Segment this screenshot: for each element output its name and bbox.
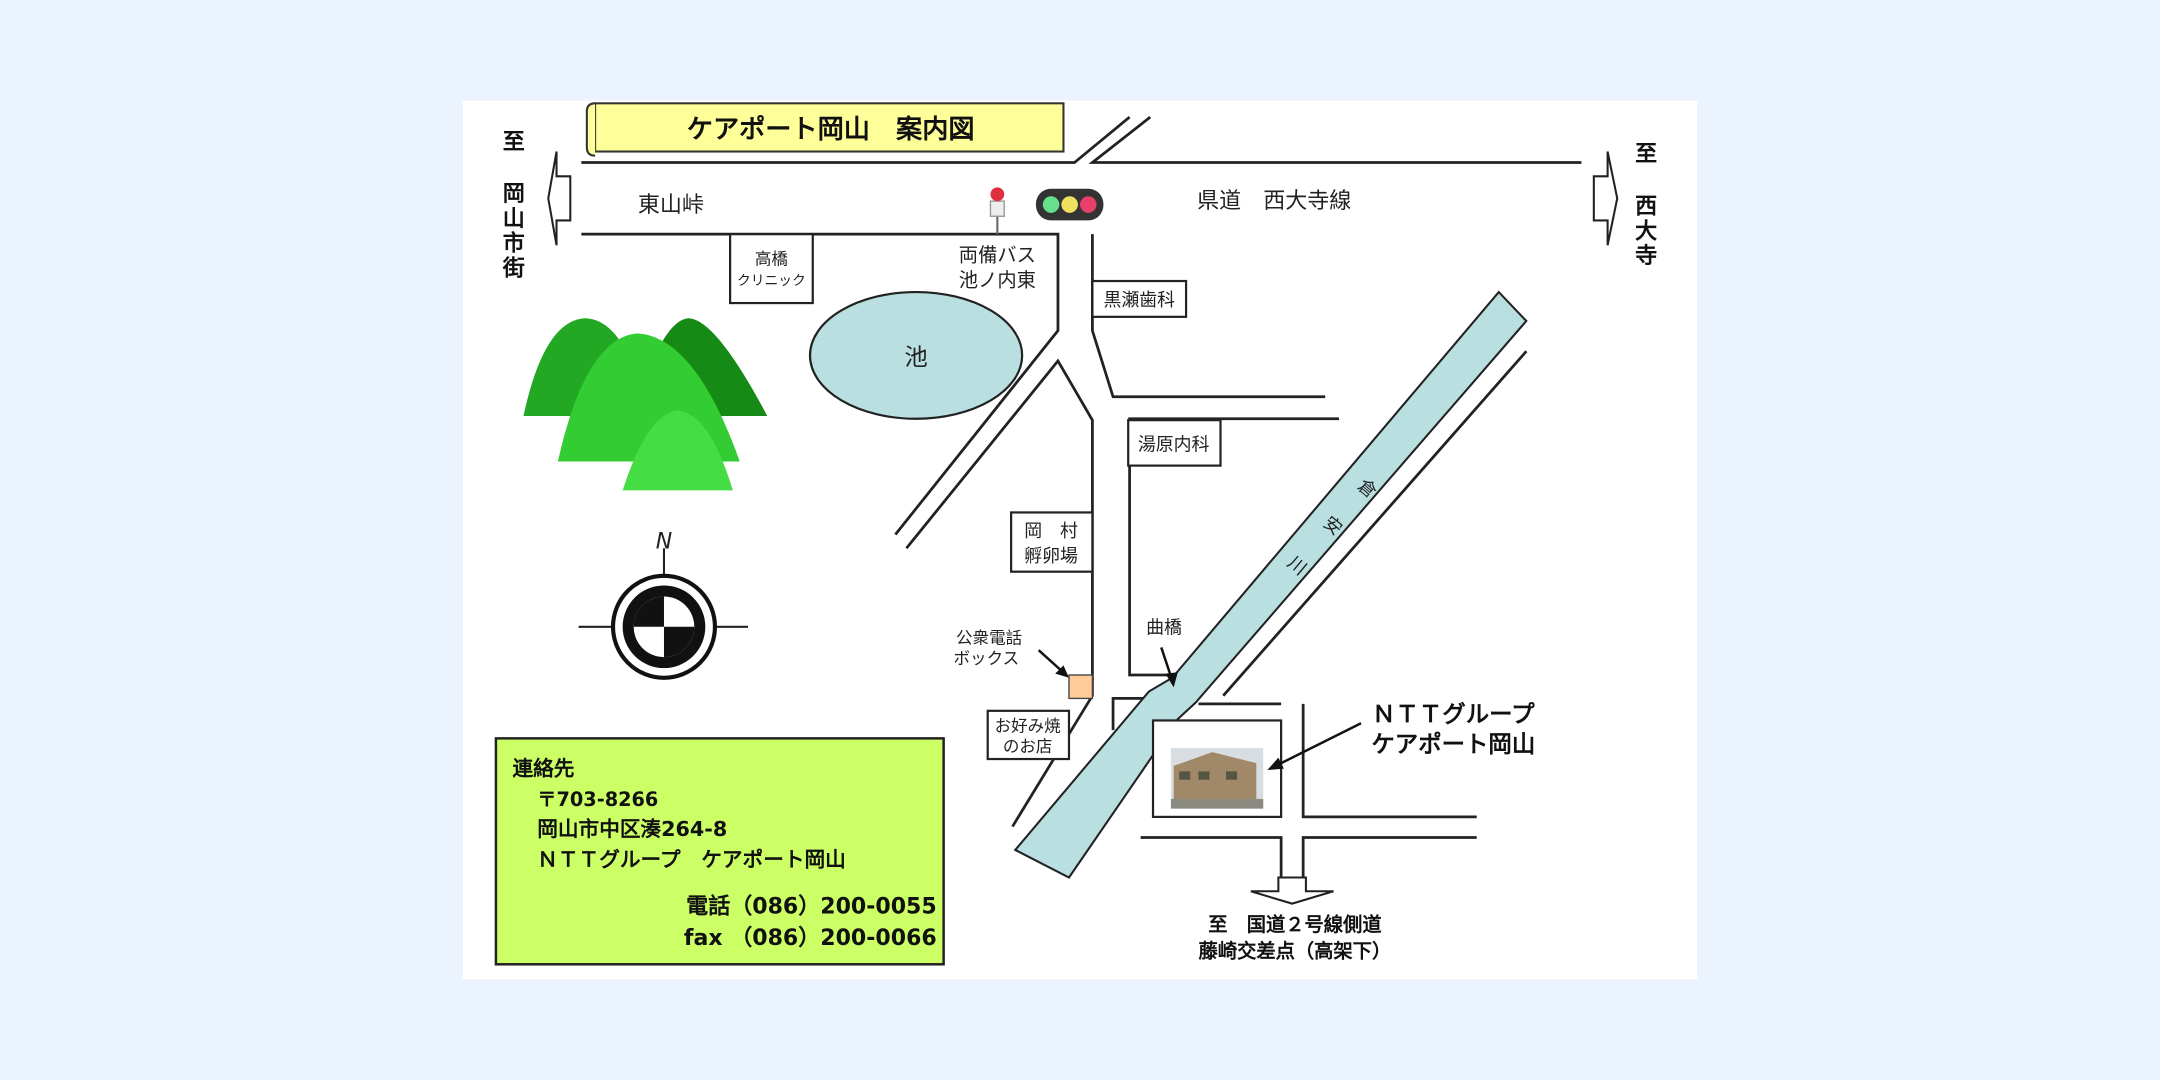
arrow-east-icon (1592, 151, 1619, 246)
north-label: N (656, 529, 672, 554)
destination-label-1: ＮＴＴグループ (1372, 700, 1535, 728)
to-label-east: 至 (1635, 142, 1657, 167)
care-port-building (1151, 719, 1283, 818)
arrowhead-icon (1267, 757, 1284, 771)
label: クリニック (737, 273, 806, 289)
traffic-light-icon (1035, 188, 1104, 221)
okonomiyaki-shop: お好み焼 のお店 (986, 709, 1071, 761)
destination-label-2: ケアポート岡山 (1371, 730, 1535, 758)
label: 岡 村 (1024, 521, 1078, 542)
label: お好み焼 (995, 716, 1062, 735)
bridge-label: 曲橋 (1146, 618, 1182, 639)
bus-stop-label-2: 池ノ内東 (959, 269, 1036, 292)
arrow-west-icon (547, 151, 572, 246)
label: 湯原内科 (1138, 434, 1210, 455)
hatchery: 岡 村 孵卵場 (1010, 511, 1094, 573)
dest-west-2: 山 (503, 207, 525, 232)
road-label-prefectural: 県道 西大寺線 (1197, 189, 1351, 214)
phone-box-label-1: 公衆電話 (956, 628, 1022, 647)
contact-name: ＮＴＴグループ ケアポート岡山 (537, 847, 846, 871)
bus-stop-icon (989, 187, 1005, 235)
south-dest-1: 至 国道２号線側道 (1208, 913, 1382, 936)
clinic-takahashi: 高橋 クリニック (729, 233, 814, 305)
label: のお店 (1003, 737, 1053, 756)
destination-pointer (1275, 722, 1362, 768)
arrowhead-icon (1165, 672, 1178, 688)
contact-postal: 〒703-8266 (537, 788, 658, 811)
dest-west-1: 岡 (503, 182, 525, 207)
south-dest-2: 藤崎交差点（高架下） (1199, 939, 1392, 962)
yuhara-clinic: 湯原内科 (1127, 419, 1222, 467)
contact-box: 連絡先 〒703-8266 岡山市中区湊264-8 ＮＴＴグループ ケアポート岡… (494, 737, 945, 966)
compass-icon: N (578, 529, 749, 680)
title-banner: ケアポート岡山 案内図 (585, 102, 1065, 157)
map-title: ケアポート岡山 案内図 (687, 114, 975, 145)
pond: 池 (808, 290, 1024, 420)
label: 孵卵場 (1024, 546, 1078, 567)
label: 高橋 (755, 249, 789, 268)
mountains-icon (523, 318, 768, 491)
dest-east-2: 大 (1635, 219, 1657, 244)
contact-address: 岡山市中区湊264-8 (537, 817, 727, 841)
label: 黒瀬歯科 (1103, 290, 1175, 311)
river (1013, 290, 1528, 879)
contact-heading: 連絡先 (512, 757, 574, 781)
phone-box (1068, 674, 1094, 700)
dental-clinic: 黒瀬歯科 (1091, 279, 1188, 318)
dest-east-3: 寺 (1635, 244, 1657, 269)
dest-west-3: 市 (503, 231, 525, 257)
label: 池 (904, 343, 927, 371)
contact-phone: 電話（086）200-0055 (686, 893, 937, 919)
bus-stop-label-1: 両備バス (959, 244, 1036, 267)
arrow-south-icon (1250, 876, 1334, 905)
dest-west-4: 街 (502, 256, 525, 282)
road-label-higashiyama: 東山峠 (638, 193, 704, 218)
phone-box-label-2: ボックス (954, 649, 1020, 668)
dest-east-1: 西 (1635, 195, 1657, 220)
to-label-west: 至 (503, 130, 525, 155)
contact-fax: fax （086）200-0066 (684, 926, 937, 951)
